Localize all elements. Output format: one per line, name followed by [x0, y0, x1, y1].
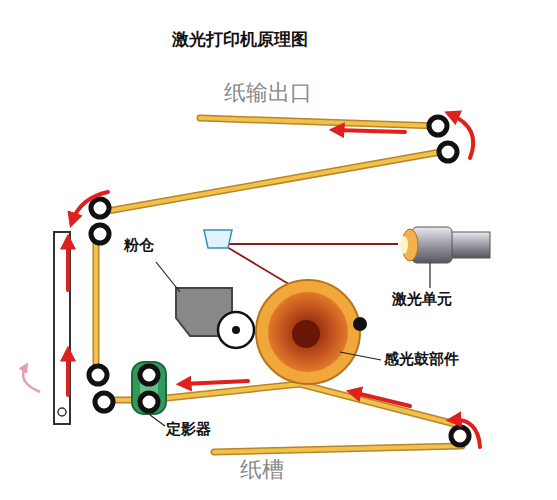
roller	[89, 117, 469, 445]
frame	[54, 232, 70, 424]
direction-arrow	[68, 114, 480, 447]
exit-label: 纸输出口	[224, 78, 312, 108]
tray-label: 纸槽	[240, 455, 284, 485]
photosensitive-drum	[256, 280, 367, 384]
paper-path	[96, 118, 462, 452]
part-label: 定影器	[166, 420, 211, 439]
frame-arrow	[23, 366, 40, 392]
mirror	[204, 230, 232, 248]
toner-hopper	[176, 288, 254, 348]
diagram-title: 激光打印机原理图	[172, 28, 308, 51]
part-label: 激光单元	[392, 290, 452, 309]
part-label: 粉仓	[124, 236, 154, 255]
laser-unit	[400, 227, 490, 263]
part-label: 感光鼓部件	[384, 350, 459, 369]
leader-line	[150, 262, 430, 426]
fuser	[132, 362, 166, 414]
